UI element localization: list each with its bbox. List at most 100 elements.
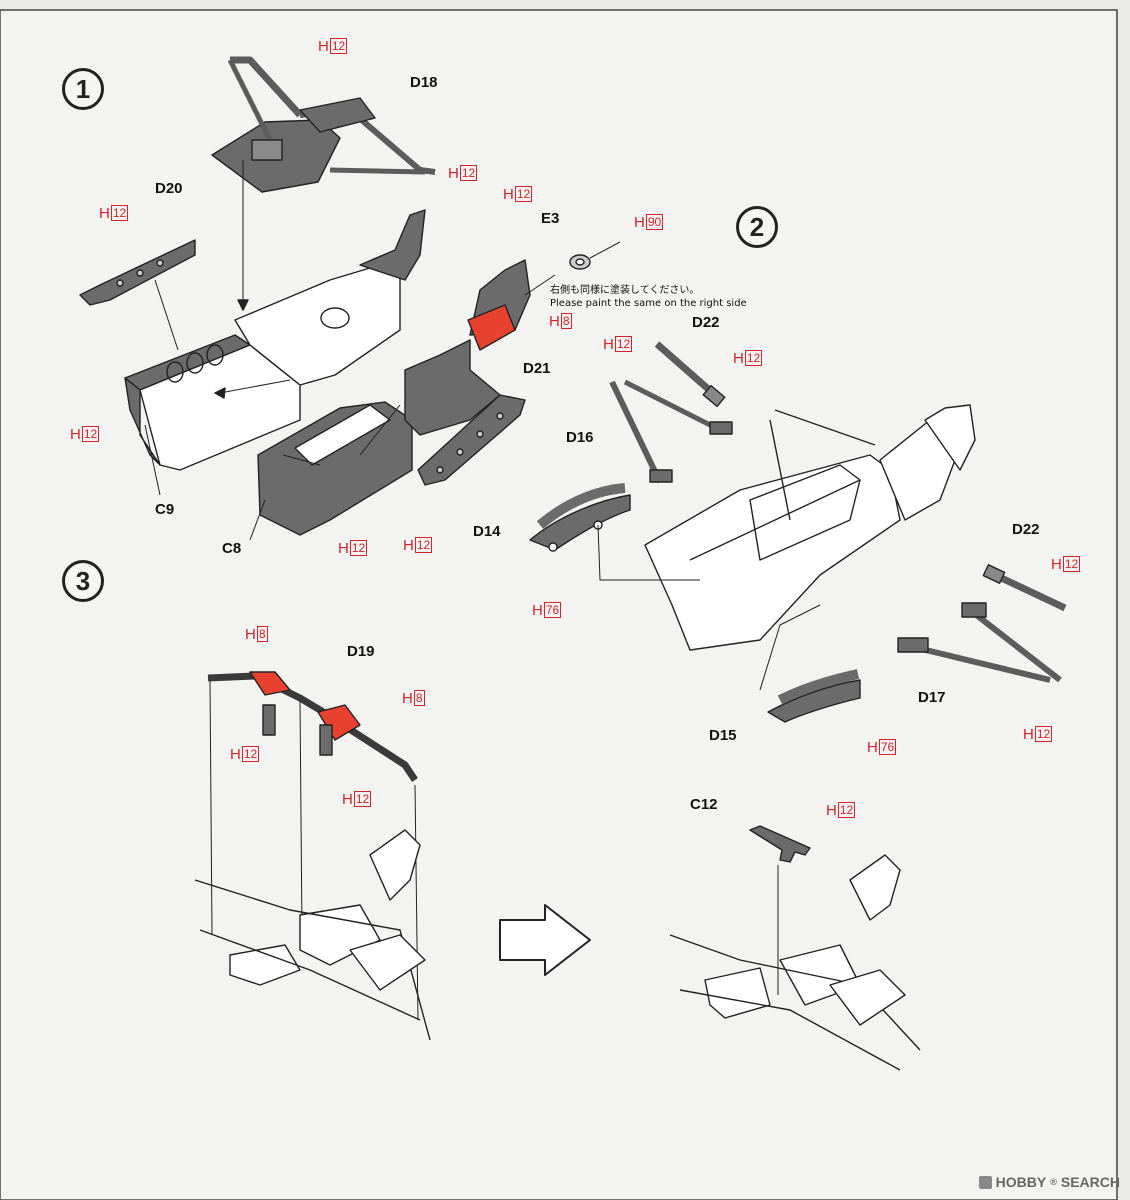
chassis-3-shape <box>194 829 431 1041</box>
paint-prefix: H <box>634 213 645 231</box>
side-bracket-shape <box>404 259 531 436</box>
paint-prefix: H <box>99 204 110 222</box>
part-label-d21: D21 <box>523 360 551 377</box>
part-label-d14: D14 <box>473 523 501 540</box>
part-d22-lower-shape <box>982 564 1067 612</box>
paint-prefix: H <box>733 349 744 367</box>
step3-diagram <box>194 671 921 1071</box>
part-c9-shape <box>124 334 301 471</box>
paint-code: 12 <box>329 38 348 54</box>
part-d21-shape <box>417 394 526 486</box>
paint-code: 8 <box>256 626 268 642</box>
paint-code: 12 <box>514 186 533 202</box>
paint-code: 8 <box>560 313 572 329</box>
chassis-3b-shape <box>669 854 921 1071</box>
paint-code: 12 <box>459 165 478 181</box>
paint-code: 12 <box>614 336 633 352</box>
paint-code: 76 <box>543 602 562 618</box>
step-number-2: 2 <box>736 206 778 248</box>
part-d14-shape <box>529 483 631 552</box>
paint-note: 右側も同様に塗装してください。 Please paint the same on… <box>550 284 747 310</box>
part-d22-upper-shape <box>654 341 726 408</box>
paint-code: 12 <box>349 540 368 556</box>
paint-prefix: H <box>318 37 329 55</box>
paint-code: 12 <box>110 205 129 221</box>
step-number-3: 3 <box>62 560 104 602</box>
paint-code: 12 <box>837 802 856 818</box>
part-d17-shape <box>897 602 1062 683</box>
paint-code: 12 <box>1062 556 1081 572</box>
paint-code: 76 <box>878 739 897 755</box>
step2-diagram <box>529 341 1067 723</box>
step-number-2-text: 2 <box>749 211 765 242</box>
paint-prefix: H <box>532 601 543 619</box>
part-label-d15: D15 <box>709 727 737 744</box>
paint-code: 12 <box>414 537 433 553</box>
paint-prefix: H <box>70 425 81 443</box>
part-label-c8: C8 <box>222 540 242 557</box>
part-label-d22-top: D22 <box>692 314 720 331</box>
part-label-d22-right: D22 <box>1012 521 1040 538</box>
part-label-d19: D19 <box>347 643 375 660</box>
watermark-reg: ® <box>1050 1177 1057 1187</box>
step-number-3-text: 3 <box>75 565 91 596</box>
paint-code: 8 <box>413 690 425 706</box>
page-frame <box>0 9 1118 1200</box>
paint-prefix: H <box>867 738 878 756</box>
paint-prefix: H <box>1051 555 1062 573</box>
part-label-c9: C9 <box>155 501 175 518</box>
part-label-d16: D16 <box>566 429 594 446</box>
paint-prefix: H <box>338 539 349 557</box>
part-e3-shape <box>524 241 621 296</box>
paint-prefix: H <box>603 335 614 353</box>
paint-code: 12 <box>241 746 260 762</box>
paint-prefix: H <box>403 536 414 554</box>
watermark-section: SEARCH <box>1060 1174 1120 1190</box>
part-label-d18: D18 <box>410 74 438 91</box>
paint-code: 12 <box>81 426 100 442</box>
paint-prefix: H <box>549 312 560 330</box>
part-d20-shape <box>79 239 196 306</box>
step-number-1-text: 1 <box>75 73 91 104</box>
paint-prefix: H <box>402 689 413 707</box>
paint-prefix: H <box>230 745 241 763</box>
paint-prefix: H <box>503 185 514 203</box>
part-label-c12: C12 <box>690 796 718 813</box>
chassis-center-shape <box>234 209 426 386</box>
paint-code: 90 <box>645 214 664 230</box>
part-c8-shape <box>257 401 413 536</box>
paint-code: 12 <box>744 350 763 366</box>
part-label-d17: D17 <box>918 689 946 706</box>
part-c12-shape <box>749 825 811 863</box>
watermark: HOBBY® SEARCH <box>978 1174 1120 1190</box>
part-d18-shape <box>211 56 436 193</box>
paint-prefix: H <box>1023 725 1034 743</box>
part-d15-shape <box>767 669 861 723</box>
step1-diagram <box>79 56 621 541</box>
paint-code: 12 <box>1034 726 1053 742</box>
step-number-1: 1 <box>62 68 104 110</box>
part-d16-shape <box>609 379 733 484</box>
part-label-e3: E3 <box>541 210 560 227</box>
paint-prefix: H <box>342 790 353 808</box>
paint-prefix: H <box>826 801 837 819</box>
